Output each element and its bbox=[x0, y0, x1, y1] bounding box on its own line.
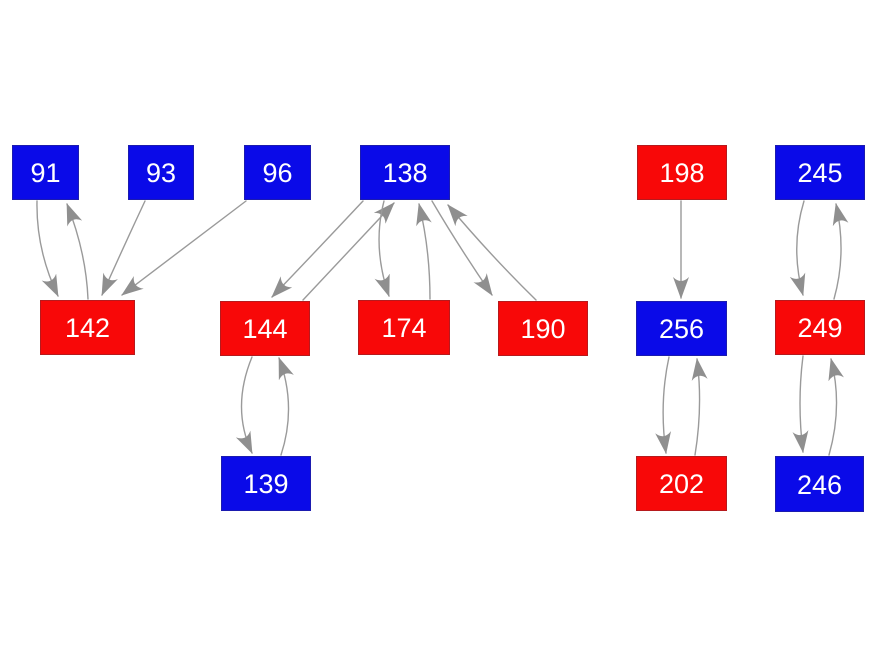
edge-138-to-174 bbox=[374, 200, 390, 297]
node-96: 96 bbox=[244, 145, 311, 200]
node-label: 144 bbox=[242, 314, 288, 344]
node-93: 93 bbox=[128, 145, 194, 200]
edge-138-to-190 bbox=[431, 200, 493, 296]
node-142: 142 bbox=[40, 300, 135, 355]
node-label: 138 bbox=[382, 158, 428, 188]
edge-139-to-144 bbox=[278, 357, 294, 456]
node-91: 91 bbox=[12, 145, 79, 200]
node-label: 245 bbox=[797, 158, 843, 188]
node-label: 256 bbox=[658, 314, 705, 344]
edge-202-to-256 bbox=[691, 358, 708, 456]
edge-245-to-249 bbox=[789, 200, 806, 296]
node-256: 256 bbox=[636, 301, 727, 356]
node-198: 198 bbox=[637, 145, 727, 200]
edge-256-to-202 bbox=[655, 356, 672, 454]
node-245: 245 bbox=[775, 145, 865, 200]
edge-174-to-138 bbox=[416, 203, 432, 300]
node-label: 174 bbox=[381, 313, 427, 343]
node-249: 249 bbox=[775, 300, 865, 355]
node-label: 198 bbox=[659, 158, 705, 188]
node-label: 142 bbox=[64, 313, 111, 343]
node-label: 139 bbox=[243, 469, 289, 499]
node-138: 138 bbox=[360, 145, 450, 200]
node-label: 96 bbox=[262, 158, 293, 188]
node-139: 139 bbox=[221, 456, 311, 511]
node-label: 93 bbox=[145, 158, 177, 188]
node-202: 202 bbox=[636, 456, 727, 511]
node-label: 91 bbox=[30, 158, 61, 188]
edge-249-to-246 bbox=[792, 355, 809, 453]
edge-142-to-91 bbox=[66, 203, 89, 300]
node-label: 202 bbox=[658, 469, 705, 499]
node-144: 144 bbox=[220, 301, 310, 356]
node-174: 174 bbox=[358, 300, 450, 355]
edge-249-to-245 bbox=[832, 203, 849, 300]
node-label: 246 bbox=[796, 469, 843, 500]
edge-91-to-142 bbox=[36, 200, 59, 297]
edge-144-to-139 bbox=[235, 356, 253, 454]
edge-144-to-138 bbox=[302, 202, 395, 301]
edge-138-to-144 bbox=[271, 200, 364, 298]
edge-190-to-138 bbox=[447, 204, 537, 301]
node-190: 190 bbox=[498, 301, 588, 356]
node-label: 190 bbox=[520, 314, 566, 344]
edge-246-to-249 bbox=[828, 358, 844, 456]
node-246: 246 bbox=[775, 456, 864, 512]
edge-96-to-142 bbox=[121, 200, 247, 296]
node-label: 249 bbox=[797, 313, 843, 343]
edge-93-to-142 bbox=[101, 200, 146, 296]
